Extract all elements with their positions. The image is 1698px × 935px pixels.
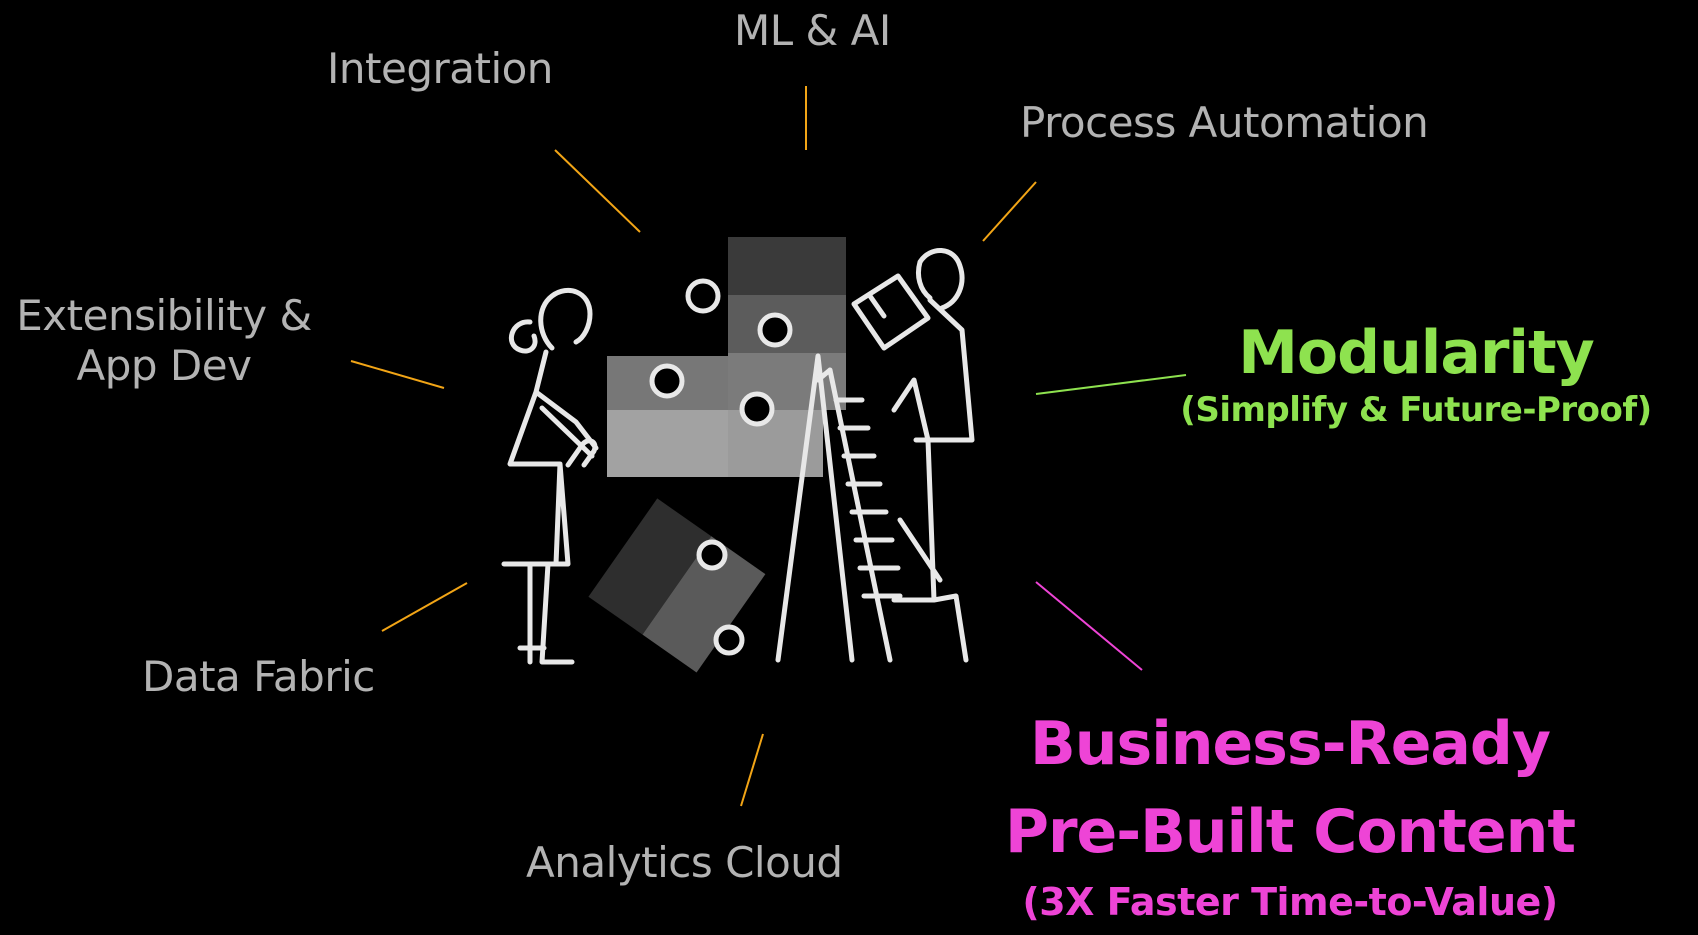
connector-integration [554, 149, 641, 233]
ladder-frame [775, 353, 893, 663]
right-person-head [915, 248, 965, 311]
connector-data-fabric [381, 582, 468, 632]
connector-analytics-cloud [740, 733, 764, 807]
left-person-head [508, 287, 593, 354]
callout-modularity: Modularity (Simplify & Future-Proof) [1138, 318, 1694, 430]
puzzle-piece-falling [588, 498, 766, 673]
left-person-arm [539, 405, 595, 459]
puzzle-knobs [649, 278, 793, 656]
business-ready-title-line2: Pre-Built Content [1004, 797, 1576, 867]
connector-process-automation [982, 181, 1037, 242]
connector-business-ready [1035, 581, 1143, 671]
callout-business-ready: Business-Ready Pre-Built Content (3X Fas… [970, 700, 1610, 928]
label-ml-ai: ML & AI [734, 6, 891, 55]
label-data-fabric: Data Fabric [142, 652, 375, 701]
puzzle-piece-left-bottom [607, 410, 729, 477]
right-person-body [891, 297, 975, 663]
ladder-rungs [833, 397, 903, 599]
connector-extensibility [350, 360, 445, 389]
business-ready-subtitle: (3X Faster Time-to-Value) [1022, 880, 1558, 924]
label-process-automation: Process Automation [1020, 98, 1429, 147]
left-person-body [501, 349, 599, 665]
label-extensibility: Extensibility & App Dev [14, 291, 314, 391]
label-extensibility-line1: Extensibility & [16, 291, 312, 340]
label-integration: Integration [327, 44, 553, 93]
label-extensibility-line2: App Dev [76, 341, 252, 390]
right-person-arm [851, 273, 931, 351]
connector-modularity [1035, 374, 1187, 395]
puzzle-piece-top-dark [728, 237, 846, 295]
modularity-title: Modularity [1238, 318, 1595, 388]
business-ready-title-line1: Business-Ready [1030, 709, 1551, 779]
label-analytics-cloud: Analytics Cloud [526, 838, 843, 887]
modularity-subtitle: (Simplify & Future-Proof) [1180, 390, 1652, 430]
line-work [501, 248, 975, 665]
connectors [350, 86, 1187, 807]
people-assembling-puzzle-icon [501, 237, 975, 673]
